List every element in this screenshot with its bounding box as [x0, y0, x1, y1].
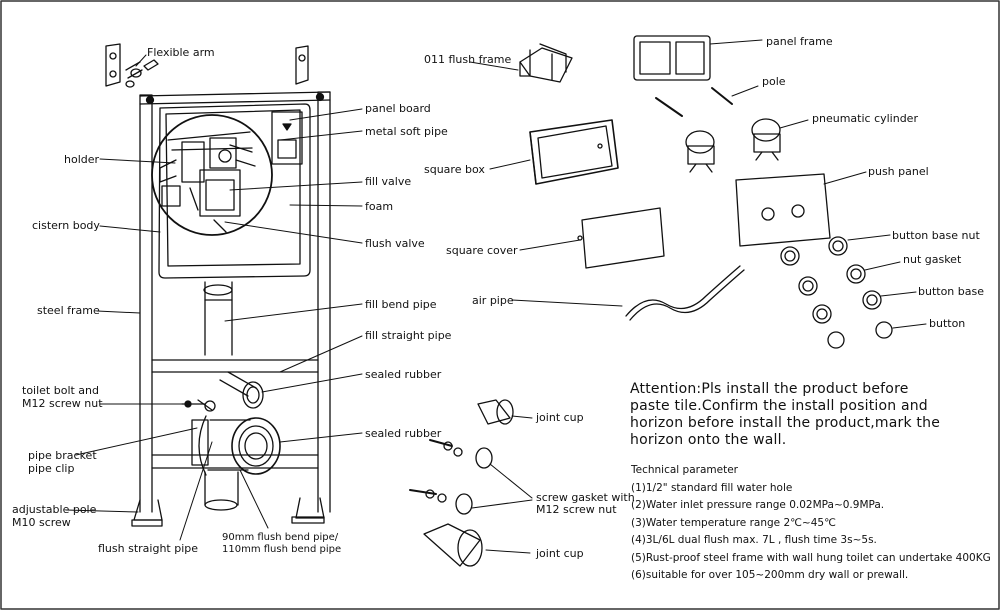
label-fill-straight-pipe: fill straight pipe — [365, 329, 452, 342]
technical-item: (2)Water inlet pressure range 0.02MPa~0.… — [631, 499, 885, 511]
label-fill-bend-pipe: fill bend pipe — [365, 298, 437, 311]
label-adjustable-pole: adjustable pole — [12, 503, 97, 516]
label-nut-gasket: nut gasket — [903, 253, 962, 266]
label-foam: foam — [365, 200, 394, 213]
buttons-drawing — [780, 234, 927, 349]
label-button-base-nut: button base nut — [892, 229, 980, 242]
attention-note: Attention:Pls install the product before… — [630, 381, 960, 449]
label-pipe-bracket: pipe bracket — [28, 449, 97, 462]
label-panel-frame: panel frame — [766, 35, 833, 48]
leader-lines-left — [65, 54, 363, 541]
label-pneumatic-cylinder: pneumatic cylinder — [812, 112, 918, 125]
pneumatic-cylinder-drawing — [685, 118, 809, 173]
label-air-pipe: air pipe — [472, 294, 514, 307]
label-m10-screw: M10 screw — [12, 516, 71, 529]
attention-line: Attention:Pls install the product before — [630, 381, 909, 397]
joint-cups-drawing — [409, 399, 533, 567]
technical-item: (6)suitable for over 105~200mm dry wall … — [631, 569, 909, 581]
label-toilet-bolt-2: M12 screw nut — [22, 397, 103, 410]
label-button: button — [929, 317, 966, 330]
square-box-drawing — [489, 119, 619, 185]
attention-line: horizon onto the wall. — [630, 432, 787, 448]
label-joint-cup-1: joint cup — [536, 411, 584, 424]
label-square-cover: square cover — [446, 244, 518, 257]
flush-frame-011-drawing — [469, 43, 573, 83]
label-sealed-rubber-2: sealed rubber — [365, 427, 442, 440]
label-toilet-bolt-1: toilet bolt and — [22, 384, 100, 397]
label-flush-frame-011: 011 flush frame — [424, 53, 512, 66]
technical-item: (1)1/2" standard fill water hole — [631, 481, 793, 494]
label-button-base: button base — [918, 285, 984, 298]
technical-item: (5)Rust-proof steel frame with wall hung… — [631, 551, 991, 564]
technical-item: (4)3L/6L dual flush max. 7L , flush time… — [631, 534, 877, 546]
label-cistern-body: cistern body — [32, 219, 100, 232]
label-fill-valve: fill valve — [365, 175, 412, 188]
fill-valve-detail-drawing — [151, 114, 273, 236]
attention-line: paste tile.Confirm the install position … — [630, 398, 928, 414]
label-square-box: square box — [424, 163, 485, 176]
panel-frame-drawing — [633, 35, 763, 81]
label-metal-soft-pipe: metal soft pipe — [365, 125, 448, 138]
label-flush-straight-pipe: flush straight pipe — [98, 542, 199, 555]
label-pole: pole — [762, 75, 786, 88]
label-panel-board: panel board — [365, 102, 431, 115]
pipes-drawing — [181, 281, 281, 511]
square-cover-drawing — [519, 207, 665, 269]
label-push-panel: push panel — [868, 165, 929, 178]
poles-drawing — [655, 85, 759, 117]
label-bend-pipe-2: 110mm flush bend pipe — [222, 544, 342, 555]
label-sealed-rubber-1: sealed rubber — [365, 368, 442, 381]
flexible-arm-drawing — [105, 43, 309, 88]
push-panel-drawing — [735, 171, 867, 247]
technical-parameters: Technical parameter (1)1/2" standard fil… — [631, 462, 991, 585]
label-flush-valve: flush valve — [365, 237, 425, 250]
technical-title: Technical parameter — [631, 464, 738, 476]
technical-item: (3)Water temperature range 2℃~45℃ — [631, 516, 836, 529]
air-pipe-drawing — [511, 265, 745, 321]
label-screw-gasket-2: M12 screw nut — [536, 503, 617, 516]
steel-frame-drawing — [131, 91, 331, 527]
label-holder: holder — [64, 153, 100, 166]
attention-line: horizon before install the product,mark … — [630, 415, 941, 431]
label-pipe-clip: pipe clip — [28, 462, 75, 475]
label-bend-pipe-1: 90mm flush bend pipe/ — [222, 532, 339, 543]
label-joint-cup-2: joint cup — [536, 547, 584, 560]
label-flexible-arm: Flexible arm — [147, 46, 215, 59]
label-screw-gasket-1: screw gasket with — [536, 491, 635, 504]
label-steel-frame: steel frame — [37, 304, 100, 317]
